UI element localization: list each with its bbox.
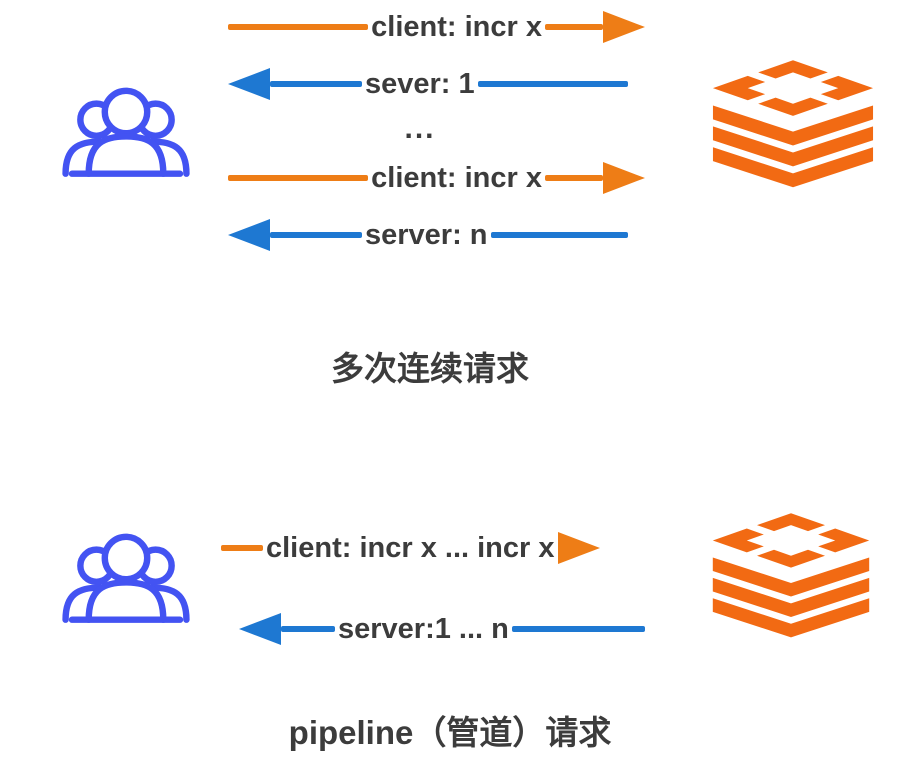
response-arrow: server:1 ... n [239, 612, 645, 646]
arrowhead-right-icon [603, 11, 645, 43]
request-arrow: client: incr x ... incr x [221, 531, 600, 565]
arrowhead-right-icon [557, 532, 600, 564]
arrow-line [270, 81, 362, 87]
arrow-line [281, 626, 335, 632]
arrow-line [228, 175, 369, 181]
redis-server-icon [706, 513, 876, 641]
section-caption: pipeline（管道）请求 [288, 714, 612, 751]
arrow-line [221, 545, 263, 551]
sequential-requests-panel: client: incr x sever: 1 ... client: incr… [60, 10, 880, 387]
arrow-line [477, 81, 628, 87]
section-caption: 多次连续请求 [331, 350, 529, 387]
arrowhead-left-icon [228, 68, 270, 100]
arrow-line [545, 24, 603, 30]
redis-server-icon [706, 60, 880, 191]
client-users-icon [60, 76, 192, 184]
message-label: client: incr x [371, 162, 542, 194]
response-arrow: server: n [228, 218, 628, 252]
message-label: client: incr x [371, 11, 542, 43]
response-arrow: sever: 1 [228, 67, 628, 101]
message-label: sever: 1 [365, 68, 475, 100]
arrowhead-left-icon [228, 219, 270, 251]
arrow-line [228, 24, 369, 30]
request-arrow: client: incr x [228, 10, 645, 44]
request-arrow: client: incr x [228, 161, 645, 195]
arrow-line [490, 232, 628, 238]
pipeline-requests-panel: client: incr x ... incr x server:1 ... n… [0, 400, 922, 765]
arrow-line [511, 626, 645, 632]
message-label: server:1 ... n [338, 613, 509, 645]
arrow-line [270, 232, 362, 238]
arrow-line [545, 175, 603, 181]
arrowhead-left-icon [239, 613, 281, 645]
message-label: server: n [365, 219, 488, 251]
arrowhead-right-icon [603, 162, 645, 194]
message-label: client: incr x ... incr x [266, 532, 555, 564]
ellipsis-label: ... [404, 112, 436, 145]
client-users-icon [60, 522, 192, 630]
